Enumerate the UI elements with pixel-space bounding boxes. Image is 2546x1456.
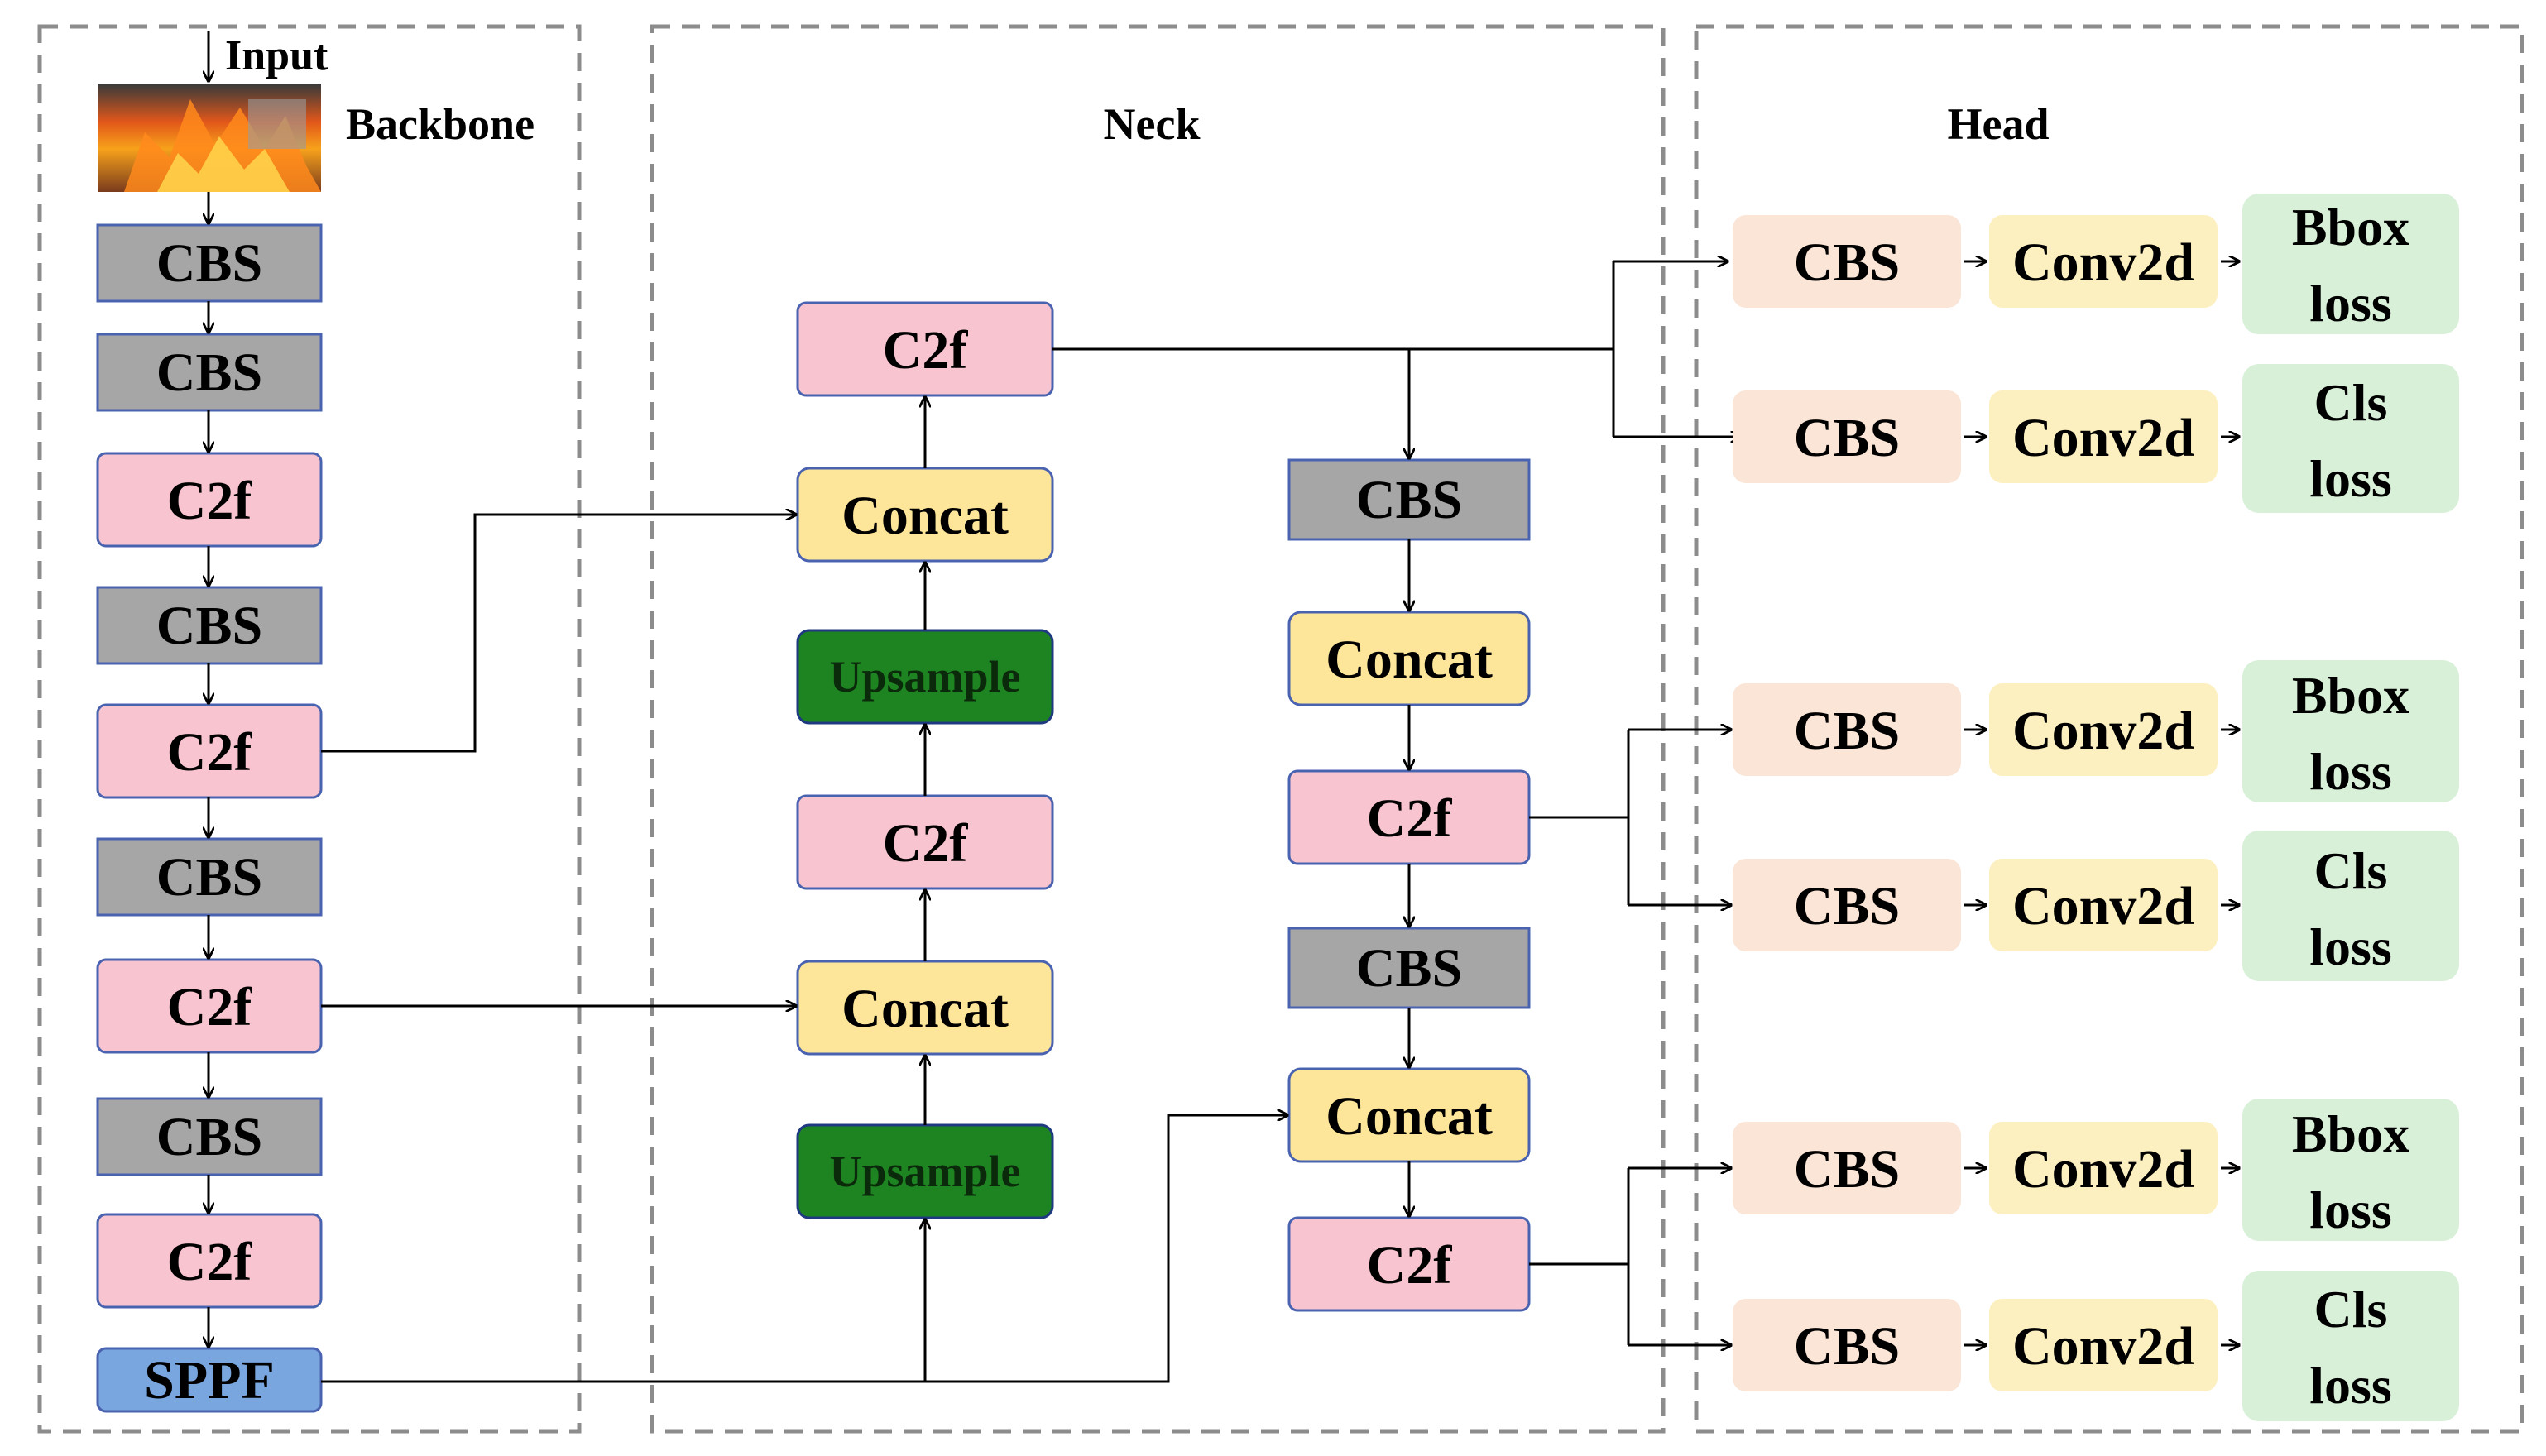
head-loss-2-line1: Cls [2314, 373, 2388, 432]
head-loss-5-line1: Bbox [2292, 1104, 2409, 1163]
neck-concat-2-label: Concat [841, 979, 1009, 1039]
neck-c2f-3-label: C2f [1367, 1235, 1453, 1296]
head-conv-1-label: Conv2d [2012, 232, 2194, 293]
head-row-1: CBS Conv2d Bbox loss [1733, 194, 2459, 334]
head-conv-6 [1989, 1299, 2218, 1391]
head-loss-6-line1: Cls [2314, 1280, 2388, 1339]
head-loss-4-line2: loss [2309, 917, 2392, 976]
head-loss-4 [2242, 831, 2459, 981]
head-loss-1-line1: Bbox [2292, 198, 2409, 256]
head-cbs-6-label: CBS [1794, 1316, 1900, 1377]
neck-upsample-1-label: Upsample [829, 652, 1020, 702]
head-title: Head [1947, 99, 2049, 149]
head-cbs-1-label: CBS [1794, 232, 1900, 293]
head-loss-4-line1: Cls [2314, 841, 2388, 900]
neck-c2f-top-label: C2f [883, 320, 969, 381]
backbone-cbs-4 [96, 837, 323, 917]
backbone-cbs-3-label: CBS [156, 596, 262, 656]
backbone-cbs-2-label: CBS [156, 342, 262, 403]
input-image [98, 84, 321, 192]
head-cbs-2 [1733, 390, 1961, 483]
connections [321, 261, 1741, 1383]
head-loss-5-line2: loss [2309, 1181, 2392, 1239]
backbone-c2f-2-label: C2f [167, 722, 253, 783]
neck-cbs-2-label: CBS [1356, 938, 1462, 999]
head-loss-5 [2242, 1099, 2459, 1241]
backbone-c2f-3-label: C2f [167, 977, 253, 1037]
neck-concat-1-label: Concat [841, 486, 1009, 546]
backbone-frame [37, 24, 582, 1434]
head-conv-3 [1989, 683, 2218, 776]
head-cbs-4-label: CBS [1794, 876, 1900, 936]
head-loss-1-line2: loss [2309, 274, 2392, 333]
backbone-sppf-label: SPPF [144, 1350, 275, 1410]
head-conv-2 [1989, 390, 2218, 483]
backbone-c2f-4-label: C2f [167, 1232, 253, 1292]
backbone-blocks: CBS CBS C2f CBS C2f CBS C2f CBS C2f SPPF [96, 223, 323, 1413]
neck-concat-3-label: Concat [1326, 630, 1493, 690]
neck-upsample-2-label: Upsample [829, 1147, 1020, 1196]
head-cbs-5 [1733, 1122, 1961, 1214]
head-row-2: CBS Conv2d Cls loss [1733, 364, 2459, 513]
head-loss-6-line2: loss [2309, 1356, 2392, 1415]
head-cbs-4 [1733, 859, 1961, 951]
head-cbs-2-label: CBS [1794, 408, 1900, 468]
head-conv-3-label: Conv2d [2012, 701, 2194, 761]
head-loss-3-line2: loss [2309, 742, 2392, 801]
head-conv-5 [1989, 1122, 2218, 1214]
head-row-3: CBS Conv2d Bbox loss [1733, 660, 2459, 802]
head-conv-2-label: Conv2d [2012, 408, 2194, 468]
backbone-cbs-4-label: CBS [156, 847, 262, 908]
head-conv-4-label: Conv2d [2012, 876, 2194, 936]
neck-column-2: CBS Concat C2f CBS Concat C2f [1287, 458, 1531, 1312]
backbone-cbs-5-label: CBS [156, 1107, 262, 1167]
head-conv-4 [1989, 859, 2218, 951]
neck-cbs-1-label: CBS [1356, 470, 1462, 530]
neck-concat-4-label: Concat [1326, 1086, 1493, 1147]
head-conv-5-label: Conv2d [2012, 1139, 2194, 1200]
input-label: Input [225, 32, 328, 79]
head-loss-2-line2: loss [2309, 449, 2392, 508]
backbone-title: Backbone [346, 99, 535, 149]
head-row-5: CBS Conv2d Bbox loss [1733, 1099, 2459, 1241]
neck-cbs-1 [1287, 458, 1531, 541]
neck-c2f-2-label: C2f [1367, 788, 1453, 849]
head-cbs-1 [1733, 215, 1961, 308]
backbone-cbs-3 [96, 586, 323, 665]
head-conv-6-label: Conv2d [2012, 1316, 2194, 1377]
head-row-6: CBS Conv2d Cls loss [1733, 1271, 2459, 1421]
head-loss-6 [2242, 1271, 2459, 1421]
neck-column-1: C2f Concat Upsample C2f Concat Upsample [796, 301, 1054, 1219]
head-loss-2 [2242, 364, 2459, 513]
head-cbs-5-label: CBS [1794, 1139, 1900, 1200]
head-conv-1 [1989, 215, 2218, 308]
backbone-cbs-1-label: CBS [156, 233, 262, 294]
neck-c2f-mid-label: C2f [883, 813, 969, 874]
head-row-4: CBS Conv2d Cls loss [1733, 831, 2459, 981]
backbone-c2f-1-label: C2f [167, 471, 253, 531]
head-arrows [1964, 261, 2239, 1345]
backbone-sppf [96, 1347, 323, 1413]
head-cbs-6 [1733, 1299, 1961, 1391]
head-loss-3-line1: Bbox [2292, 666, 2409, 725]
head-cbs-3 [1733, 683, 1961, 776]
head-loss-3 [2242, 660, 2459, 802]
head-loss-1 [2242, 194, 2459, 334]
head-cbs-3-label: CBS [1794, 701, 1900, 761]
neck-title: Neck [1104, 99, 1201, 149]
